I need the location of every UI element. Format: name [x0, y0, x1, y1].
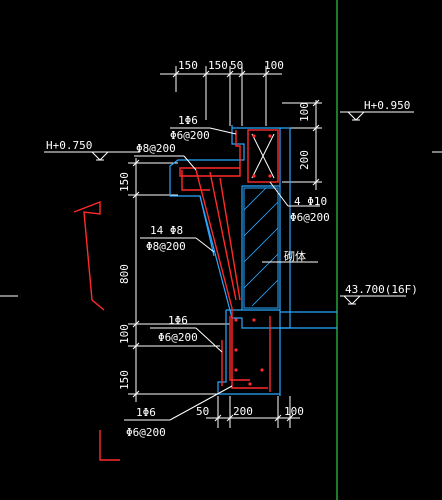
- label-wall-main: 14 Φ8 Φ8@200: [140, 224, 215, 253]
- dim-left-4: 150: [118, 370, 131, 390]
- label-beam-stirrup-text: Φ6@200: [290, 211, 330, 224]
- elevation-floor-label: 43.700(16F): [345, 283, 418, 296]
- dim-right-2: 200: [298, 150, 311, 170]
- dim-bottom-3: 100: [284, 405, 304, 418]
- label-bottom: 1Φ6 Φ6@200: [124, 385, 233, 439]
- bottom-dimension-chain: 50 200 100: [196, 396, 304, 428]
- label-top-slab: Φ8@200: [134, 142, 197, 171]
- elevation-left: H+0.750: [44, 139, 140, 161]
- dim-left-2: 800: [118, 264, 131, 284]
- rebar: [179, 130, 272, 392]
- elevation-left-label: H+0.750: [46, 139, 92, 152]
- label-mid-a: 1Φ6: [168, 314, 188, 327]
- label-top-slab-text: Φ8@200: [136, 142, 176, 155]
- stray-rebar-marks: [73, 200, 120, 461]
- label-beam-main-text: 4 Φ10: [294, 195, 327, 208]
- top-dimension-chain: 150 150 50 100: [160, 59, 284, 126]
- dim-left-3: 100: [118, 324, 131, 344]
- label-top-stirrup: 1Φ6 Φ6@200: [170, 114, 237, 142]
- label-wall-main-a: 14 Φ8: [150, 224, 183, 237]
- dim-top-2: 150: [208, 59, 228, 72]
- label-top-stirrup-a: 1Φ6: [178, 114, 198, 127]
- label-top-stirrup-b: Φ6@200: [170, 129, 210, 142]
- elevation-right-label: H+0.950: [364, 99, 410, 112]
- dim-right-1: 100: [298, 102, 311, 122]
- label-beam-main: 4 Φ10 Φ6@200: [269, 181, 330, 224]
- right-dimension-chain: 100 200: [282, 99, 322, 190]
- masonry-wall: [243, 187, 279, 309]
- concrete-outline: [169, 125, 337, 396]
- dim-left-1: 150: [118, 172, 131, 192]
- label-bottom-a: 1Φ6: [136, 406, 156, 419]
- label-wall-main-b: Φ8@200: [146, 240, 186, 253]
- label-wall-note: 砌体: [262, 249, 318, 263]
- elevation-right: H+0.950: [340, 99, 414, 121]
- dim-top-3: 50: [230, 59, 243, 72]
- dim-top-1: 150: [178, 59, 198, 72]
- label-bottom-b: Φ6@200: [126, 426, 166, 439]
- beam-section: [247, 129, 279, 183]
- dim-bottom-1: 50: [196, 405, 209, 418]
- wall-note-text: 砌体: [284, 249, 306, 263]
- elevation-floor: 43.700(16F): [340, 283, 418, 305]
- dim-bottom-2: 200: [233, 405, 253, 418]
- label-mid-b: Φ6@200: [158, 331, 198, 344]
- dim-top-4: 100: [264, 59, 284, 72]
- label-mid: 1Φ6 Φ6@200: [150, 314, 223, 353]
- left-dimension-chain: 150 800 100 150: [118, 158, 230, 402]
